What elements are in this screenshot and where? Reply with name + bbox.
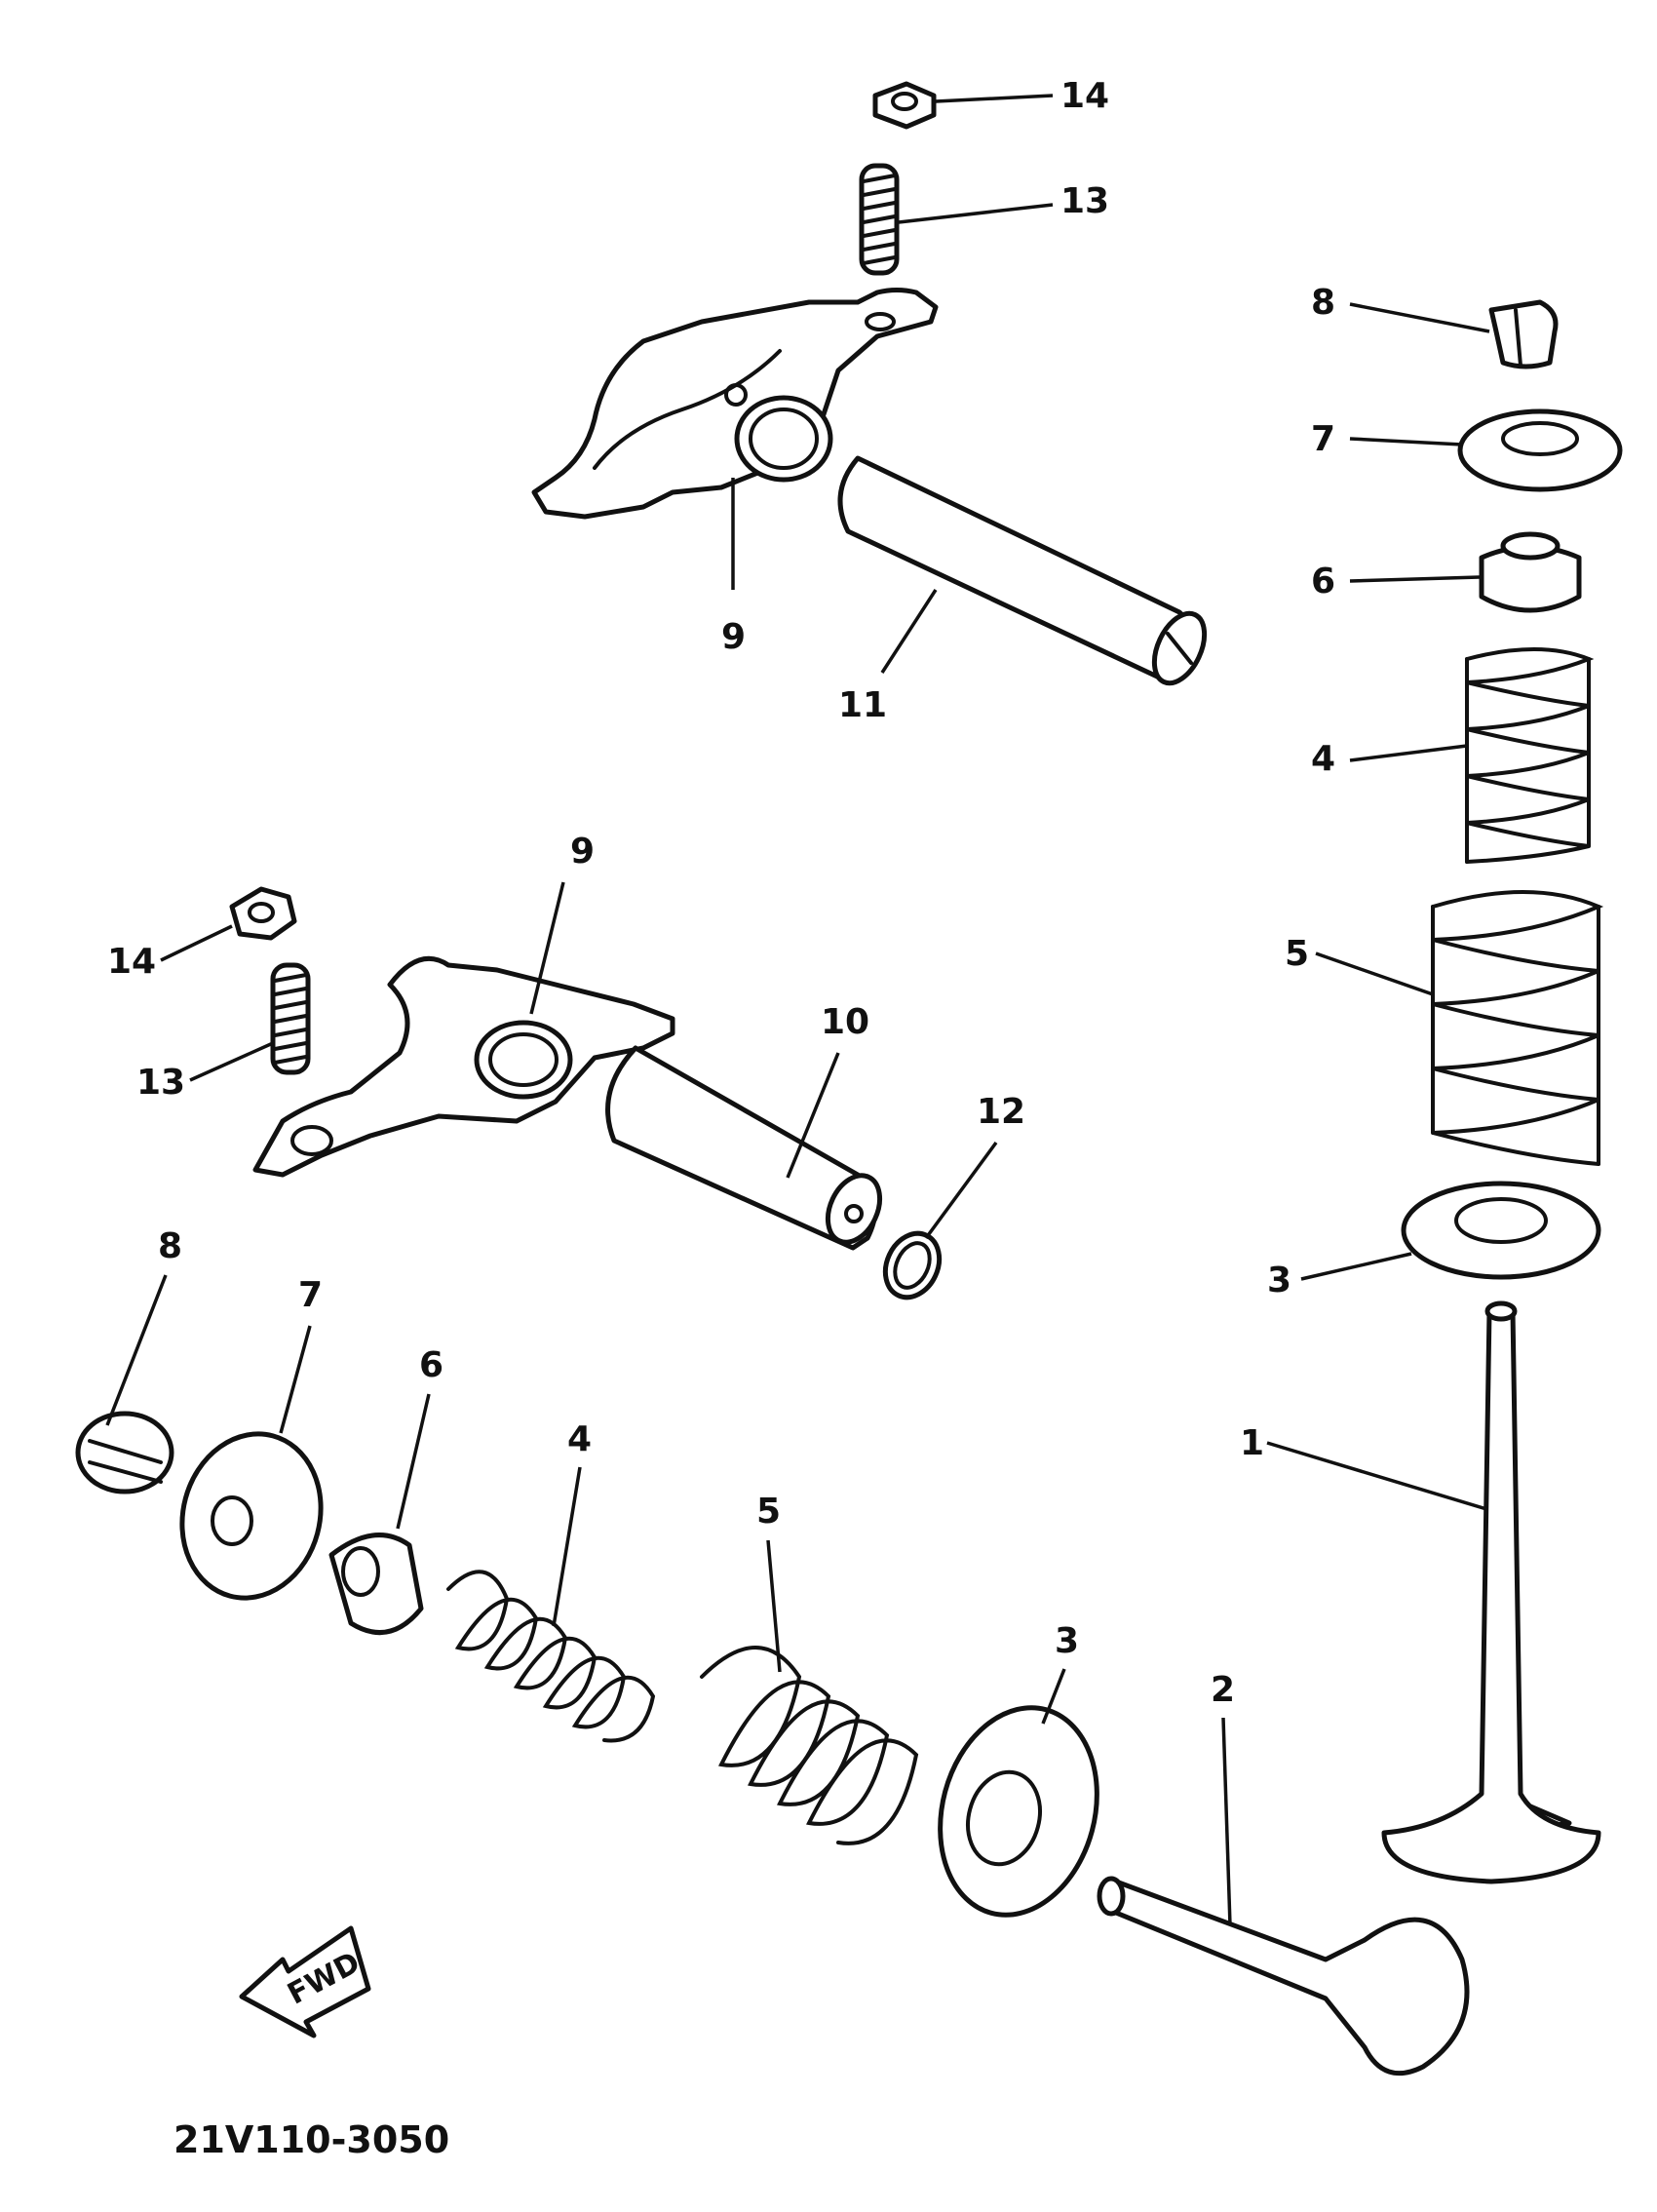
seal-right	[1479, 531, 1582, 613]
callout-13-left: 13	[136, 1063, 185, 1103]
callout-6-left: 6	[419, 1345, 443, 1385]
valve-left	[1097, 1876, 1470, 2076]
spring-seat-right	[1401, 1181, 1601, 1280]
stud-bolt-top	[859, 163, 900, 276]
cotter-right	[1488, 299, 1559, 369]
callout-3-left: 3	[1055, 1621, 1079, 1661]
callout-9-top: 9	[721, 617, 746, 657]
callout-8-right: 8	[1311, 283, 1335, 323]
retainer-right	[1457, 408, 1623, 492]
callout-14-top: 14	[1060, 76, 1109, 116]
nut-left	[229, 886, 297, 941]
callout-5-right: 5	[1285, 934, 1309, 974]
callout-4-left: 4	[567, 1419, 592, 1459]
stud-bolt-left	[270, 962, 311, 1075]
callout-14-left: 14	[107, 942, 156, 982]
inner-spring-left	[446, 1570, 656, 1743]
callout-7-right: 7	[1311, 419, 1335, 459]
spring-seat-left	[938, 1705, 1099, 1918]
callout-4-right: 4	[1311, 739, 1335, 779]
outer-spring-right	[1431, 890, 1604, 1166]
diagram-code: 21V110-3050	[173, 2118, 449, 2161]
callout-6-right: 6	[1311, 562, 1335, 602]
leader-lines	[105, 94, 1490, 1926]
cotter-left	[75, 1411, 174, 1494]
fwd-arrow-icon: FWD	[239, 1925, 371, 2038]
callout-11: 11	[838, 685, 887, 725]
seal-left	[328, 1533, 424, 1636]
callout-10: 10	[821, 1002, 869, 1042]
inner-spring-right	[1465, 647, 1595, 864]
nut-top	[872, 81, 937, 130]
rocker-shaft-top	[837, 455, 1208, 686]
callout-13-top: 13	[1060, 181, 1109, 221]
valve-right	[1381, 1300, 1601, 1884]
callout-8-left: 8	[158, 1226, 182, 1266]
rocker-shaft-left	[605, 1045, 883, 1251]
rocker-arm-left	[252, 955, 675, 1178]
callout-2: 2	[1211, 1670, 1235, 1710]
o-ring	[882, 1230, 943, 1300]
outer-spring-left	[700, 1646, 919, 1845]
callout-7-left: 7	[298, 1275, 323, 1315]
callout-1: 1	[1240, 1423, 1264, 1463]
callout-3-right: 3	[1267, 1261, 1291, 1300]
retainer-left	[179, 1431, 324, 1601]
rocker-arm-top	[531, 288, 939, 520]
callout-5-left: 5	[756, 1492, 781, 1532]
callout-12: 12	[977, 1092, 1025, 1132]
callout-9-mid: 9	[570, 832, 595, 872]
